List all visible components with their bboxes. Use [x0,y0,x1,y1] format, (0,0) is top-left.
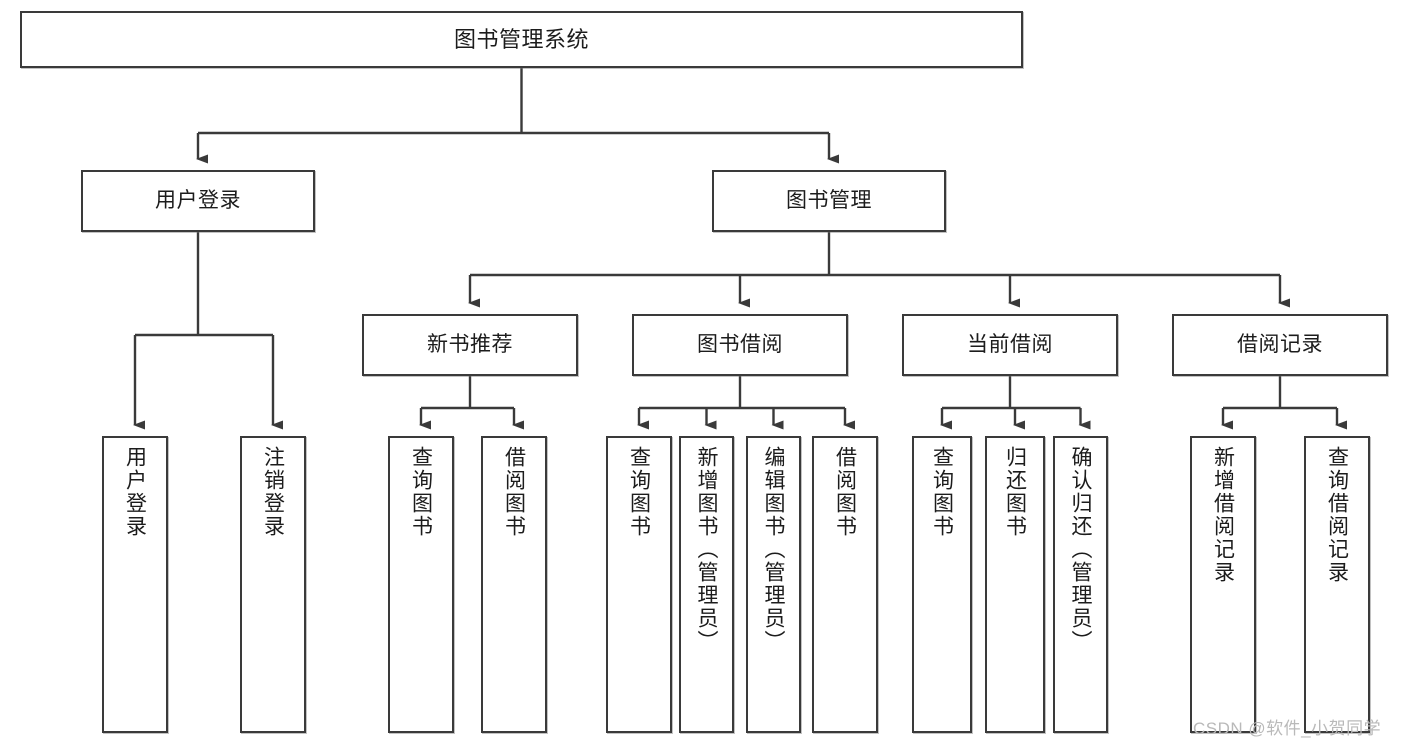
node-label: 图书借阅 [697,332,783,356]
node-label: 图书管理 [786,188,872,212]
node-new-book-recommend[interactable]: 新书推荐 [362,314,578,376]
node-book-manage[interactable]: 图书管理 [712,170,946,232]
node-leaf-borrow-add-book[interactable]: 新增图书（管理员） [679,436,734,733]
node-label: 用户登录 [123,446,147,538]
node-leaf-borrow-lend-book[interactable]: 借阅图书 [812,436,878,733]
node-label: 查询图书 [930,446,954,538]
node-label: 借阅图书 [502,446,526,538]
node-label: 新增借阅记录 [1211,446,1235,584]
node-label: 查询借阅记录 [1325,446,1349,584]
node-leaf-rec-add-record[interactable]: 新增借阅记录 [1190,436,1256,733]
node-label: 新书推荐 [427,332,513,356]
node-label: 归还图书 [1003,446,1027,538]
node-borrow-record[interactable]: 借阅记录 [1172,314,1388,376]
node-leaf-user-logout[interactable]: 注销登录 [240,436,306,733]
node-root[interactable]: 图书管理系统 [20,11,1023,68]
node-leaf-cur-confirm-return[interactable]: 确认归还（管理员） [1053,436,1108,733]
node-leaf-user-login[interactable]: 用户登录 [102,436,168,733]
node-label: 确认归还（管理员） [1069,446,1092,653]
node-user-login[interactable]: 用户登录 [81,170,315,232]
node-label: 查询图书 [627,446,651,538]
node-current-borrow[interactable]: 当前借阅 [902,314,1118,376]
node-label: 查询图书 [409,446,433,538]
node-label: 借阅图书 [833,446,857,538]
node-label: 注销登录 [261,446,285,538]
node-label: 当前借阅 [967,332,1053,356]
node-leaf-cur-return-book[interactable]: 归还图书 [985,436,1045,733]
node-book-borrow[interactable]: 图书借阅 [632,314,848,376]
node-label: 新增图书（管理员） [695,446,718,653]
node-leaf-borrow-edit-book[interactable]: 编辑图书（管理员） [746,436,801,733]
node-leaf-cur-query-book[interactable]: 查询图书 [912,436,972,733]
node-leaf-rec-borrow-book[interactable]: 借阅图书 [481,436,547,733]
node-label: 借阅记录 [1237,332,1323,356]
node-label: 用户登录 [155,188,241,212]
csdn-watermark: CSDN @软件_小贺同学 [1193,719,1382,738]
node-leaf-rec-query-record[interactable]: 查询借阅记录 [1304,436,1370,733]
node-leaf-borrow-query-book[interactable]: 查询图书 [606,436,672,733]
node-label: 编辑图书（管理员） [762,446,785,653]
node-label: 图书管理系统 [453,26,589,52]
node-leaf-rec-query-book[interactable]: 查询图书 [388,436,454,733]
